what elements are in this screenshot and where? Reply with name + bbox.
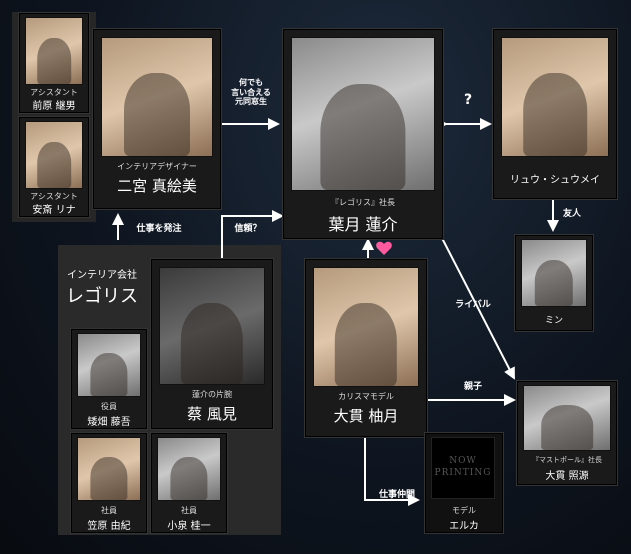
photo-ninomiya <box>101 37 213 157</box>
label-hatchu: 仕事を発注 <box>124 224 194 235</box>
label-rival: ライバル <box>448 300 498 311</box>
photo-yakuin <box>77 333 141 397</box>
label-shinrai: 信頼？ <box>228 224 268 235</box>
photo-ryu <box>501 37 609 157</box>
photo-kasahara <box>77 437 141 501</box>
photo-ohnuki-yuzuki <box>313 267 419 387</box>
card-min: ミン <box>514 234 594 332</box>
heart-icon <box>376 242 392 255</box>
photo-ado <box>25 121 83 189</box>
photo-min <box>521 239 587 307</box>
label-nakama: 仕事仲間 <box>372 490 422 501</box>
photo-ohnuki-teruge <box>523 385 611 451</box>
label-oyako: 親子 <box>458 382 488 393</box>
label-nandemo: 何でも 言い合える 元同窓生 <box>224 78 278 107</box>
card-kasahara: 社員 笠原 由紀 <box>70 432 148 534</box>
card-ado: アシスタント 安斎 リナ <box>18 116 90 218</box>
card-ninomiya: インテリアデザイナー 二宮 真絵美 <box>92 28 222 210</box>
card-ohnuki-teruge: 『マストポール』社長 大貫 照源 <box>516 380 618 486</box>
card-ryu: リュウ・シュウメイ <box>492 28 618 200</box>
card-koizumi: 社員 小泉 桂一 <box>150 432 228 534</box>
card-maehara: アシスタント 前原 継男 <box>18 12 90 114</box>
label-question: ? <box>458 92 478 109</box>
now-printing-placeholder: NOW PRINTING <box>431 437 495 499</box>
photo-koizumi <box>157 437 221 501</box>
photo-sai <box>159 267 265 385</box>
card-ohnuki-yuzuki: カリスマモデル 大貫 柚月 <box>304 258 428 438</box>
card-erika: NOW PRINTING モデル エルカ <box>424 432 504 534</box>
card-sai: 蓮介の片腕 蔡 風見 <box>150 258 274 430</box>
card-yakuin: 役員 矮畑 藤吾 <box>70 328 148 430</box>
photo-maehara <box>25 17 83 85</box>
card-hazuki: 『レゴリス』社長 葉月 蓮介 <box>282 28 444 240</box>
label-yujin: 友人 <box>560 209 584 220</box>
photo-hazuki <box>291 37 435 191</box>
arrow-shinrai <box>222 216 282 258</box>
